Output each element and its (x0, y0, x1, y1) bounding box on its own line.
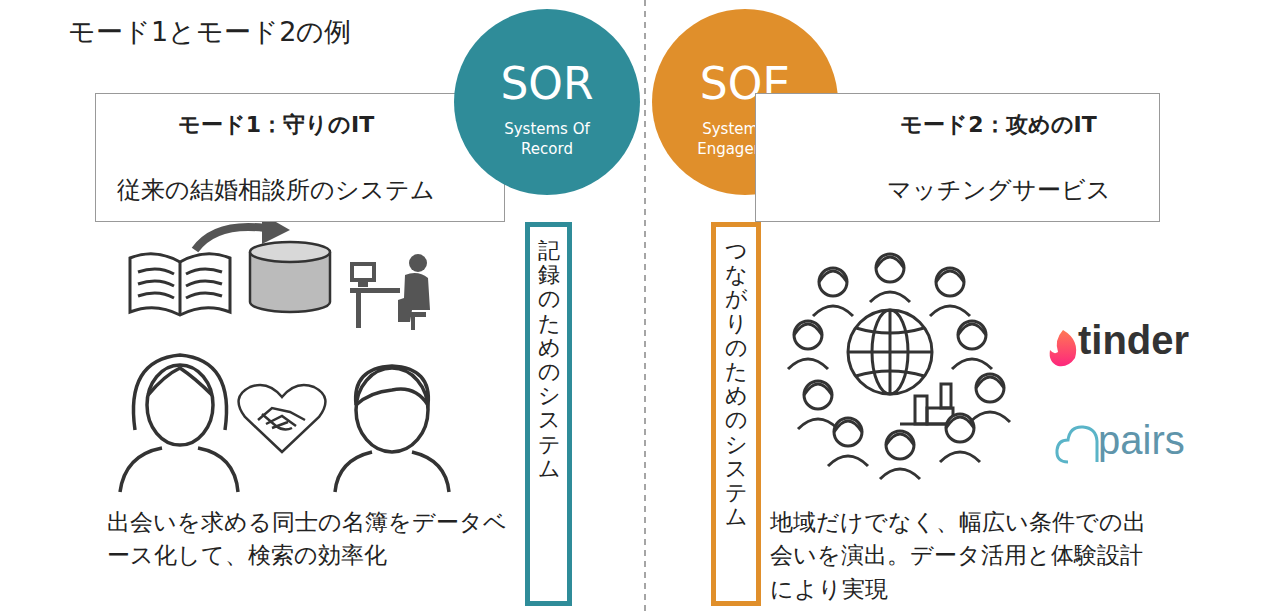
person-icon (870, 254, 910, 302)
diagram-title: モード1とモード2の例 (68, 14, 351, 50)
people-ring (788, 254, 1010, 479)
logo-text: tinder (1078, 318, 1189, 363)
globe-icon (848, 310, 932, 394)
description-text: 地域だけでなく、幅広い条件での出会いを演出。データ活用と体験設計により実現 (770, 506, 1155, 606)
person-icon (788, 321, 828, 369)
mode-box: モード2：攻めのIT マッチングサービス (755, 93, 1160, 222)
vertical-band: つながりのためのシステム (711, 222, 761, 606)
logo-text: pairs (1098, 418, 1185, 463)
sor-circle: SOR Systems Of Record (453, 8, 641, 196)
man-icon (335, 366, 449, 492)
book-icon (130, 254, 230, 315)
tinder-flame (1050, 330, 1076, 366)
box-heading: モード2：攻めのIT (836, 110, 1161, 140)
mode-box: モード1：守りのIT 従来の結婚相談所のシステム (95, 93, 505, 222)
box-heading: モード1：守りのIT (96, 110, 456, 140)
vertical-wrap: つながりのためのシステム (716, 227, 756, 529)
description-text: 出会いを求める同士の名簿をデータベース化して、検索の効率化 (107, 506, 522, 573)
pairs-cloud (1057, 427, 1097, 462)
worker-icon (350, 254, 430, 330)
heart-handshake-icon (239, 385, 326, 452)
box-body: マッチングサービス (836, 174, 1161, 206)
person-icon (813, 268, 853, 316)
vertical-text: 記録のためのシステム (538, 239, 560, 481)
person-icon (880, 431, 920, 479)
circle-subtitle: Systems Of Record (487, 120, 607, 159)
woman-icon (120, 355, 238, 492)
person-icon (798, 381, 838, 429)
divider-line (644, 0, 646, 616)
person-icon (940, 414, 980, 462)
database-icon (250, 242, 330, 312)
person-icon (952, 321, 992, 369)
person-icon (828, 418, 868, 466)
vertical-text: つながりのためのシステム (725, 239, 747, 529)
vertical-band: 記録のためのシステム (525, 222, 572, 606)
person-icon (930, 268, 970, 316)
person-icon (970, 374, 1010, 422)
vertical-wrap: 記録のためのシステム (530, 227, 567, 481)
box-body: 従来の結婚相談所のシステム (96, 174, 456, 206)
circle-acronym: SOR (453, 58, 641, 109)
